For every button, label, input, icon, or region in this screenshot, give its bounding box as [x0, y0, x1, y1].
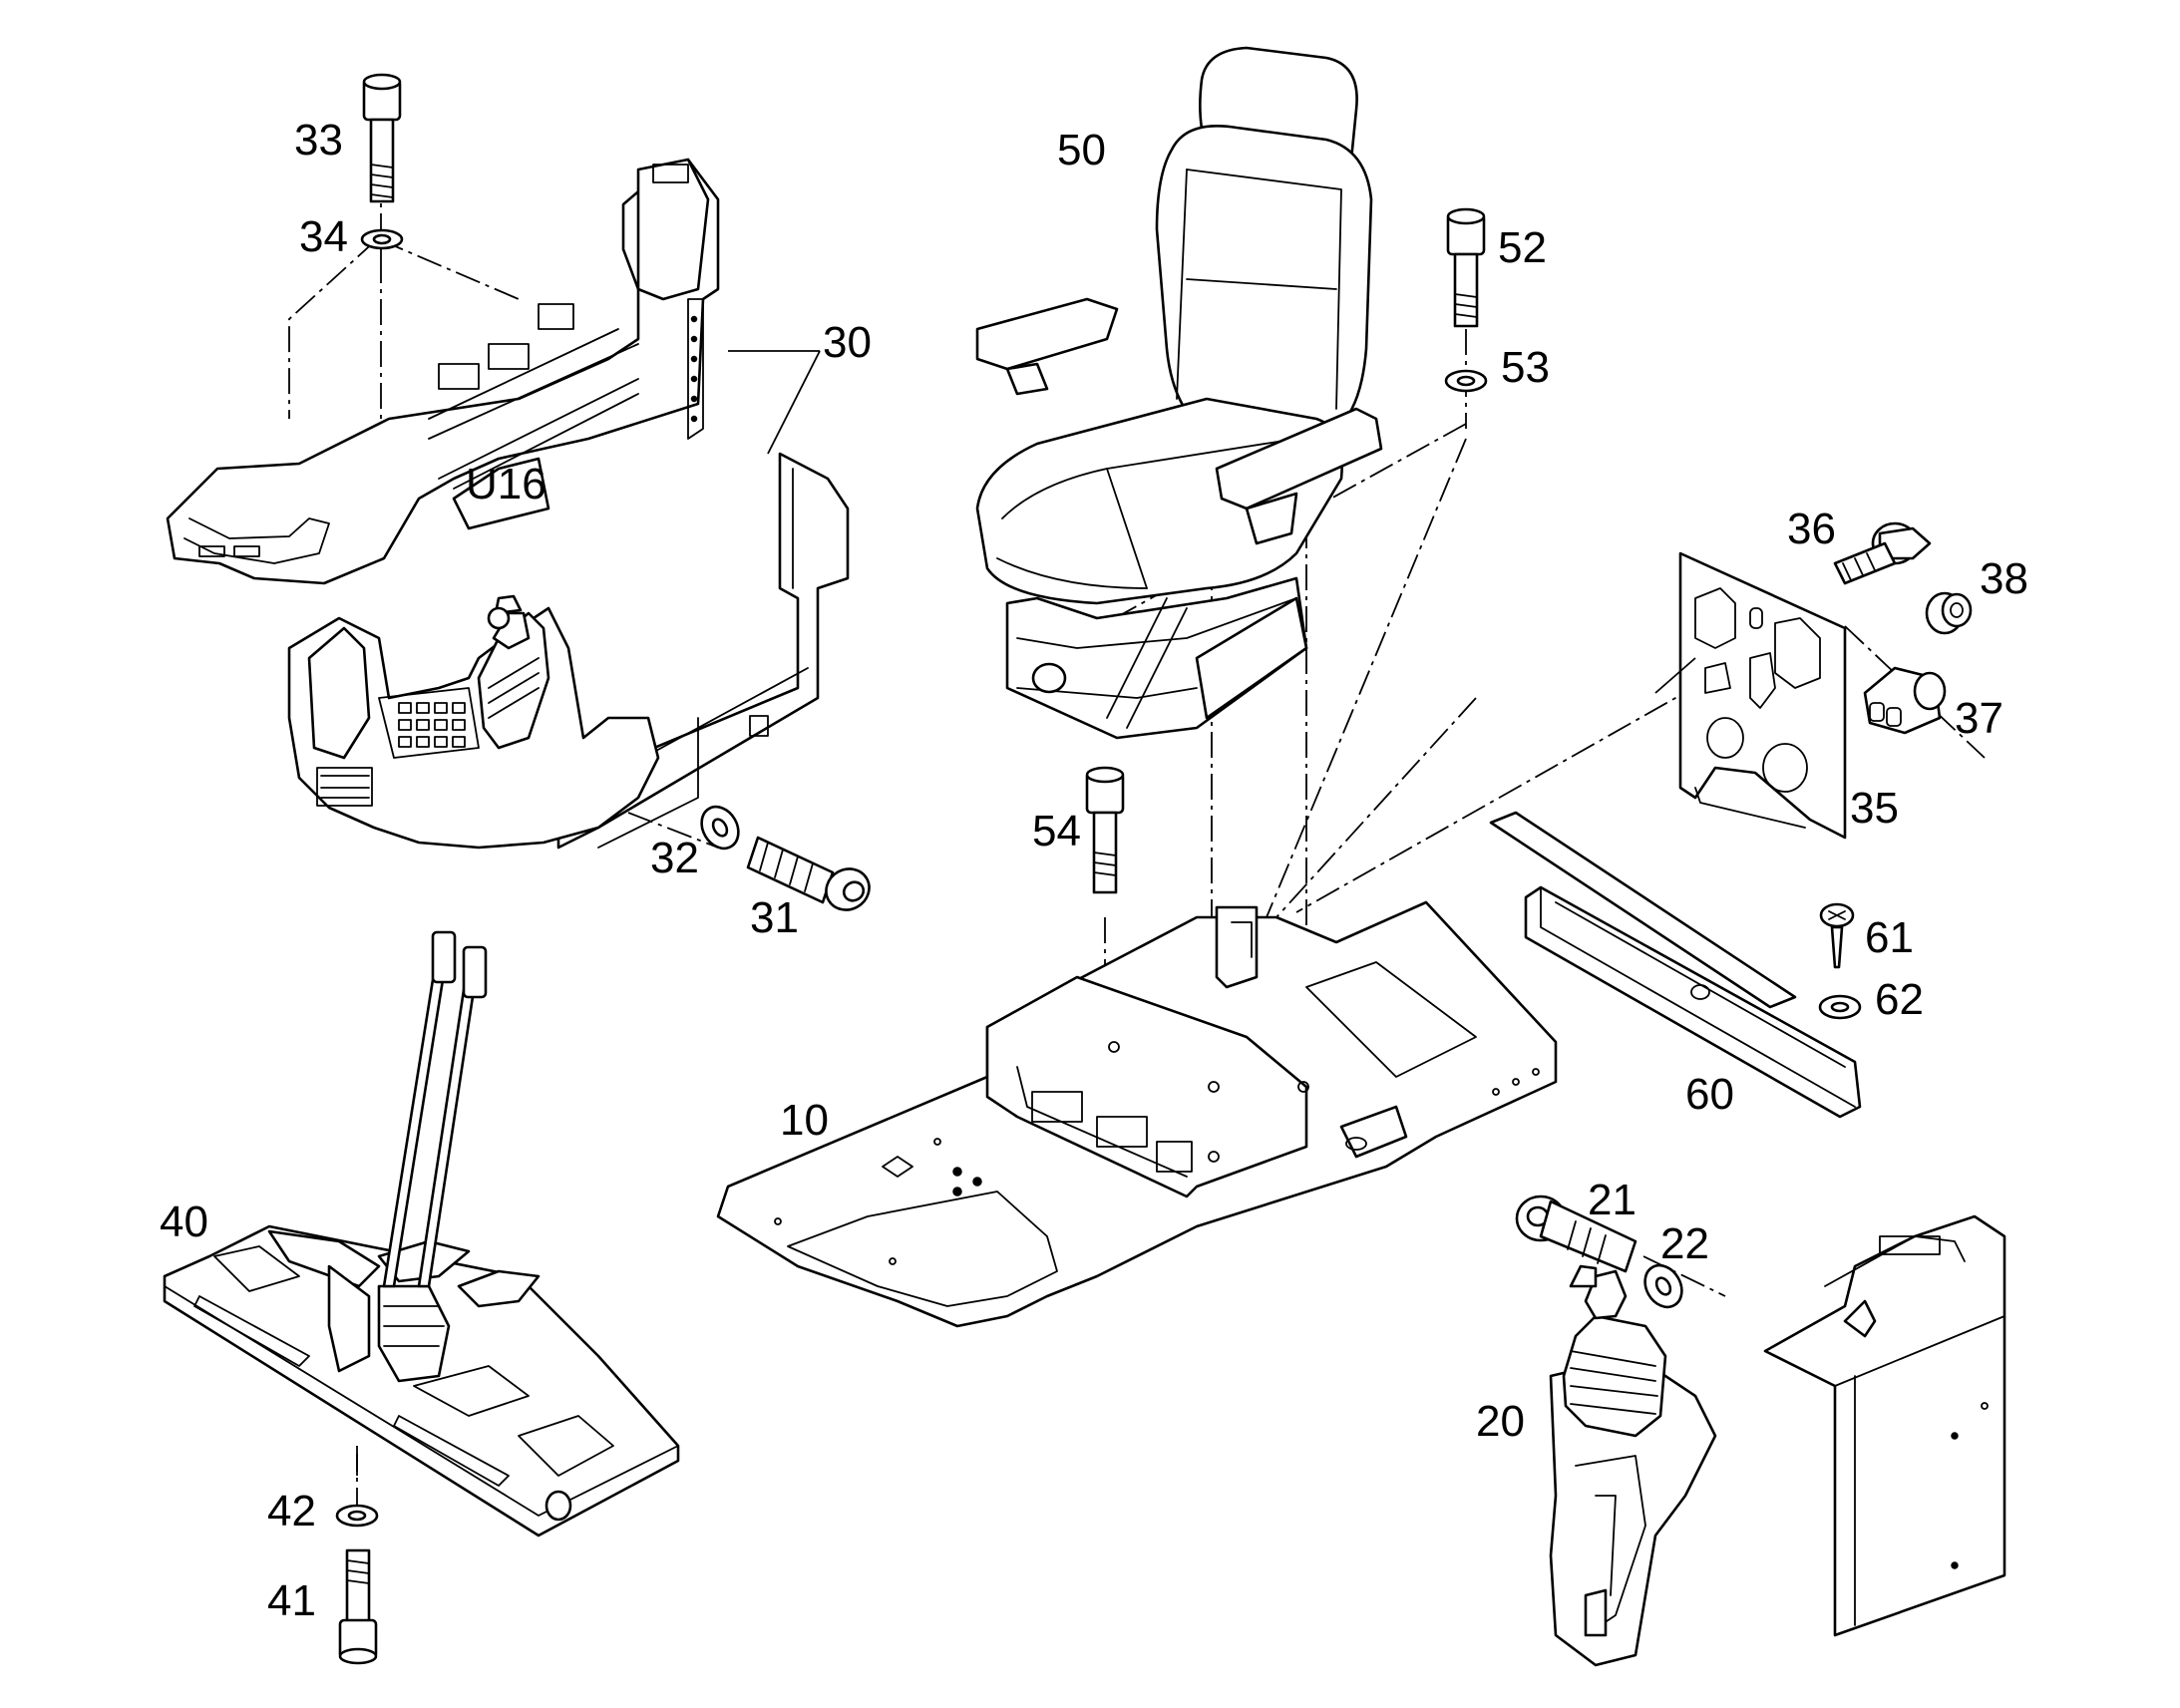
- label-37: 37: [1955, 694, 2003, 743]
- label-60: 60: [1685, 1070, 1734, 1119]
- label-61: 61: [1865, 913, 1914, 962]
- floor-plate-holes: [774, 1041, 1540, 1265]
- part-37-plug: [1863, 666, 1947, 735]
- part-41-bolt: [338, 1548, 378, 1665]
- callout-labels: 33 34 30 32 31 50 52 53 36 38 37 35 54 6…: [160, 116, 2028, 1625]
- label-38: 38: [1980, 554, 2028, 603]
- part-38-bushing: [1925, 591, 1973, 635]
- part-54-bolt: [1085, 766, 1125, 894]
- label-41: 41: [267, 1576, 316, 1625]
- part-10-floor-plate: [716, 900, 1558, 1328]
- label-20: 20: [1476, 1397, 1525, 1446]
- part-20-right-console: [1549, 1214, 2006, 1667]
- label-50: 50: [1057, 126, 1106, 174]
- label-42: 42: [267, 1487, 316, 1536]
- label-22: 22: [1660, 1219, 1709, 1268]
- part-52-bolt: [1446, 207, 1486, 328]
- console-rivet-dots: [690, 315, 698, 423]
- label-10: 10: [780, 1096, 829, 1145]
- part-53-washer: [1444, 369, 1488, 393]
- label-52: 52: [1498, 223, 1547, 272]
- part-21-bolt: [1515, 1195, 1637, 1273]
- part-42-washer: [335, 1504, 379, 1528]
- part-36-bolt: [1833, 521, 1932, 585]
- part-61-screw: [1819, 902, 1855, 969]
- part-50-seat: [975, 46, 1383, 740]
- part-22-washer: [1643, 1263, 1683, 1309]
- part-35-panel: [1678, 551, 1847, 840]
- label-40: 40: [160, 1197, 208, 1246]
- label-33: 33: [294, 116, 343, 165]
- part-32-washer: [700, 805, 740, 851]
- part-34-washer: [360, 228, 404, 250]
- label-34: 34: [299, 212, 348, 261]
- label-31: 31: [750, 893, 799, 942]
- label-30: 30: [823, 318, 872, 367]
- label-35: 35: [1850, 784, 1899, 833]
- part-30-left-console: U16: [166, 158, 850, 850]
- console-keypad-grid: [398, 702, 466, 748]
- label-21: 21: [1588, 1176, 1636, 1224]
- part-40-pedal-base: [163, 930, 680, 1537]
- part-33-bolt: [362, 73, 402, 203]
- label-36: 36: [1787, 505, 1836, 553]
- label-54: 54: [1032, 807, 1081, 855]
- leader-lines: [728, 350, 1696, 694]
- label-32: 32: [650, 834, 699, 882]
- label-62: 62: [1875, 975, 1924, 1024]
- label-53: 53: [1501, 343, 1550, 392]
- part-60-rail: [1489, 811, 1862, 1119]
- part-62-washer: [1818, 994, 1862, 1020]
- svg-text:U16: U16: [466, 460, 546, 509]
- part-31-bolt: [746, 836, 871, 911]
